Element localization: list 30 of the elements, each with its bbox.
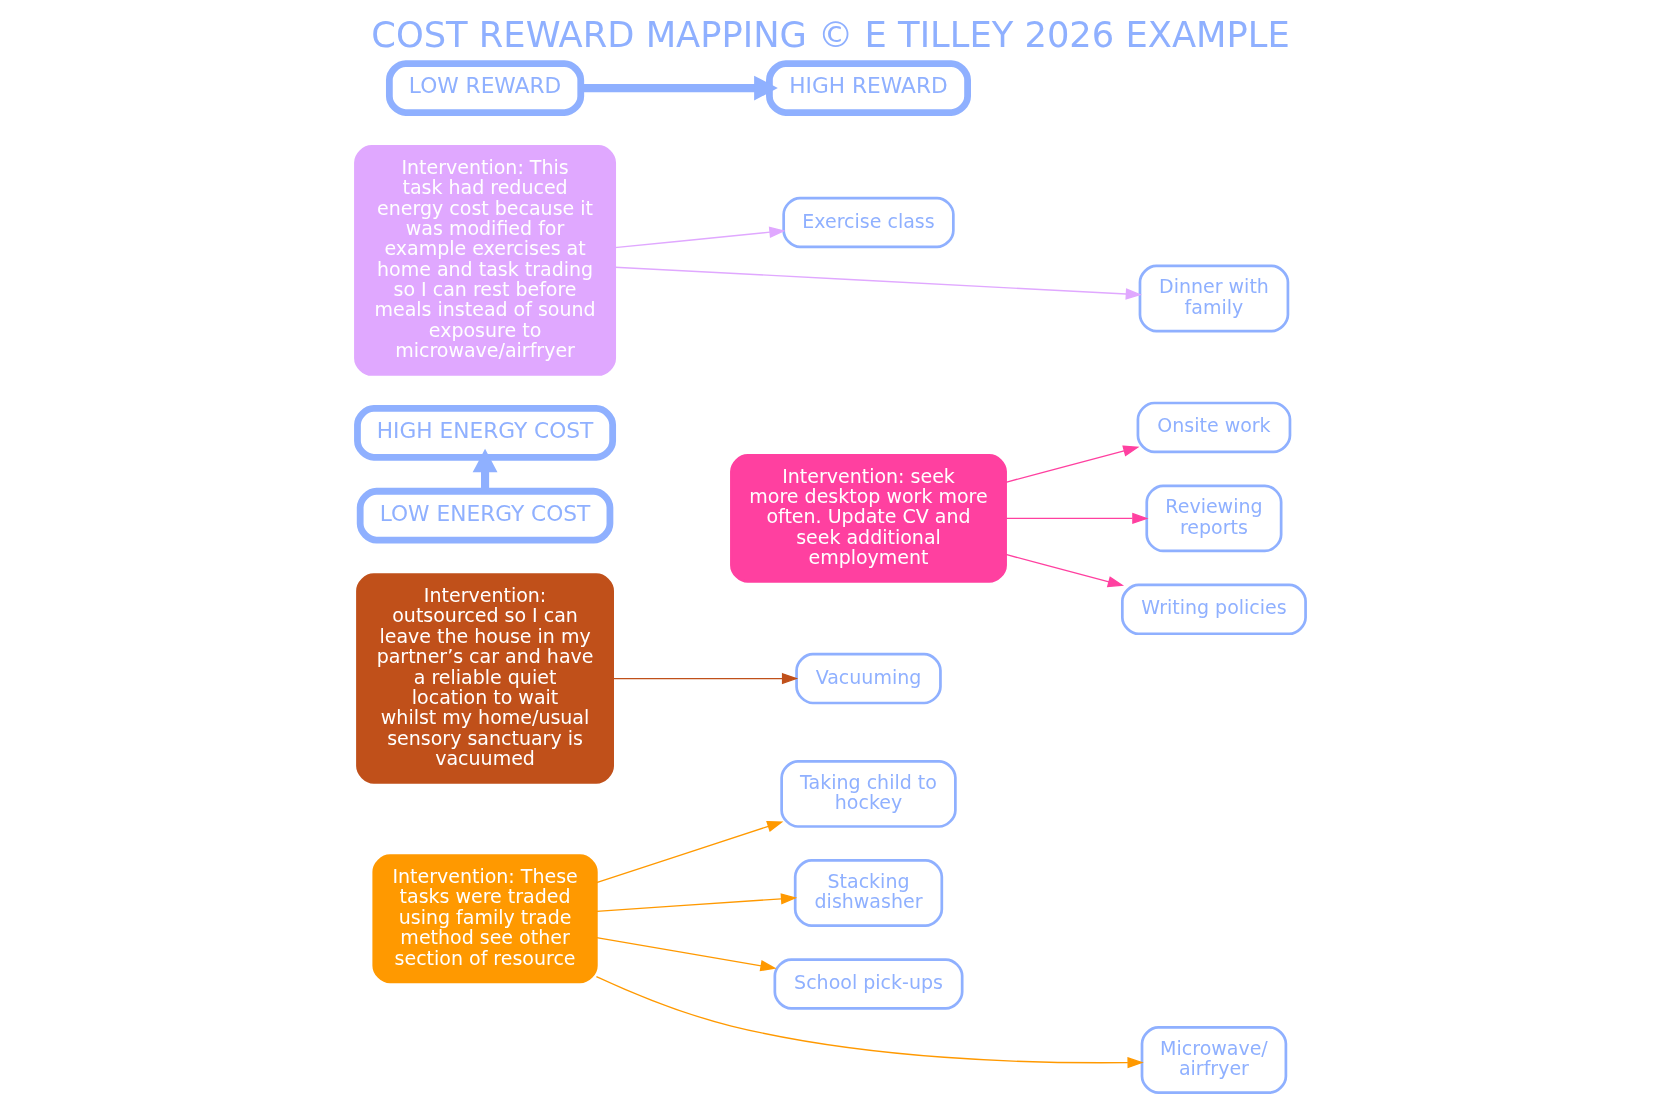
node-box: Microwave/ airfryer xyxy=(1140,1026,1288,1094)
node-box: Intervention: This task had reduced energy cost because it was modified for example exercises at home and task trading so I can rest before meals instead of sound exposure to microwave/airfryer xyxy=(354,145,617,376)
node-box: Taking child to hockey xyxy=(780,760,957,828)
arrow xyxy=(612,672,799,685)
node-box: Reviewing reports xyxy=(1145,484,1283,553)
arrow xyxy=(595,975,1144,1069)
node-box: Vacuuming xyxy=(795,652,942,705)
node-box: Writing policies xyxy=(1120,583,1307,636)
node-box: HIGH ENERGY COST xyxy=(354,405,617,461)
node-box: Intervention: These tasks were traded using family trade method see other section of resource xyxy=(372,854,598,984)
node-box: HIGH REWARD xyxy=(766,60,971,116)
arrow xyxy=(614,266,1142,300)
node-box: LOW REWARD xyxy=(385,60,585,116)
node-box: Exercise class xyxy=(782,196,955,249)
arrow xyxy=(595,821,784,884)
node-box: Stacking dishwasher xyxy=(793,859,944,927)
node-box: Intervention: outsourced so I can leave the house in my partner’s car and have a reliable quiet location to wait whilst my home/usual sensory sanctuary is vacuumed xyxy=(356,573,614,784)
arrow xyxy=(1005,512,1149,525)
arrow xyxy=(1005,553,1125,588)
arrow xyxy=(581,75,778,101)
node-box: School pick-ups xyxy=(773,958,964,1010)
arrow xyxy=(614,226,786,249)
node-box: LOW ENERGY COST xyxy=(356,487,614,544)
arrow xyxy=(1005,445,1140,483)
node-box: Dinner with family xyxy=(1138,264,1290,333)
diagram-title: COST REWARD MAPPING © E TILLEY 2026 EXAMPLE xyxy=(371,14,1290,56)
node-box: Intervention: seek more desktop work more often. Update CV and seek additional employment xyxy=(730,453,1007,583)
arrow xyxy=(595,893,798,912)
arrow xyxy=(595,936,777,972)
node-box: Onsite work xyxy=(1136,401,1292,454)
